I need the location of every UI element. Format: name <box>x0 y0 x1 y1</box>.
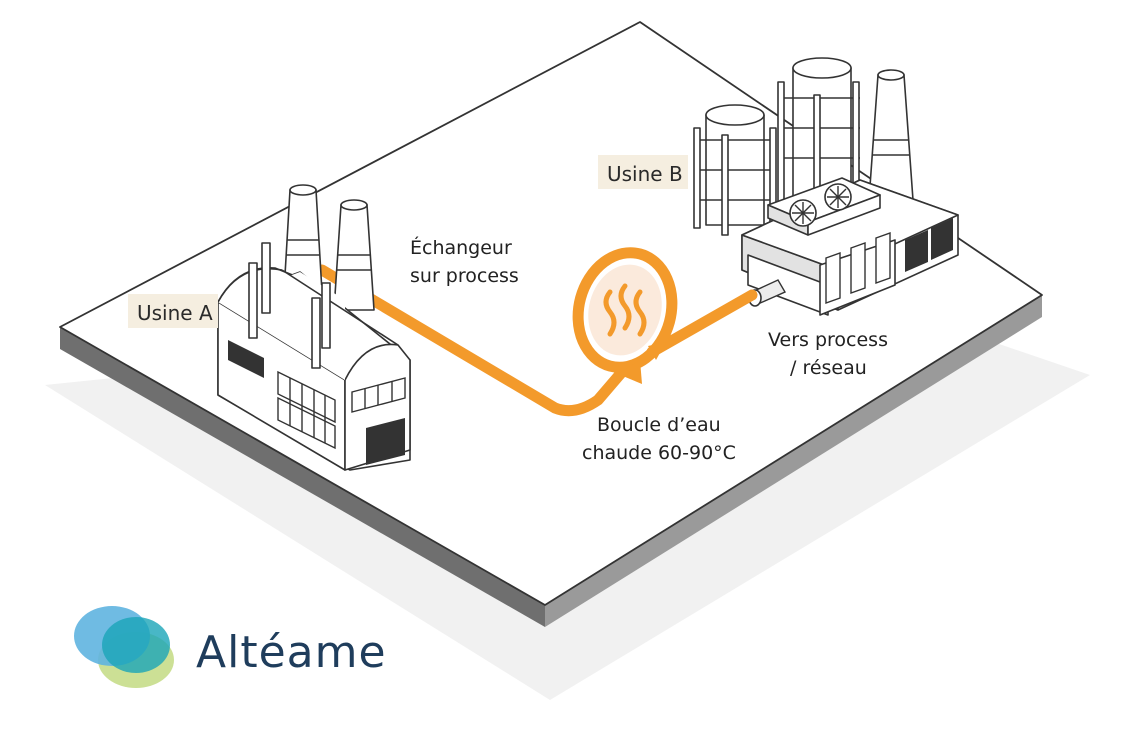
tank-left <box>693 104 777 236</box>
heat-exchanger-icon <box>572 247 678 384</box>
factory-b <box>693 57 959 316</box>
label-usine-a-text: Usine A <box>137 301 213 325</box>
arrow-head-icon <box>618 360 642 384</box>
fan-icon <box>789 199 817 227</box>
label-echangeur-line2: sur process <box>410 265 519 287</box>
logo-mark-icon <box>74 606 174 688</box>
window-grid <box>277 370 336 450</box>
label-usine-b: Usine B <box>598 155 688 189</box>
label-boucle-line1: Boucle d’eau <box>597 414 721 436</box>
factory-a <box>217 184 411 471</box>
label-usine-b-text: Usine B <box>607 162 683 186</box>
altéame-logo: Altéame <box>74 606 387 688</box>
fan-icon <box>824 183 852 211</box>
label-vers-line1: Vers process <box>768 329 888 351</box>
label-usine-a: Usine A <box>128 294 218 328</box>
label-boucle-line2: chaude 60-90°C <box>582 442 736 464</box>
label-echangeur-line1: Échangeur <box>410 236 512 259</box>
hot-water-loop <box>316 247 758 417</box>
logo-wordmark: Altéame <box>196 627 387 678</box>
arrow-head-icon <box>648 342 666 360</box>
factory-b-building <box>741 177 959 316</box>
chimney-b <box>868 69 914 201</box>
label-vers-line2: / réseau <box>790 357 867 379</box>
chimney-a-right <box>333 199 375 311</box>
